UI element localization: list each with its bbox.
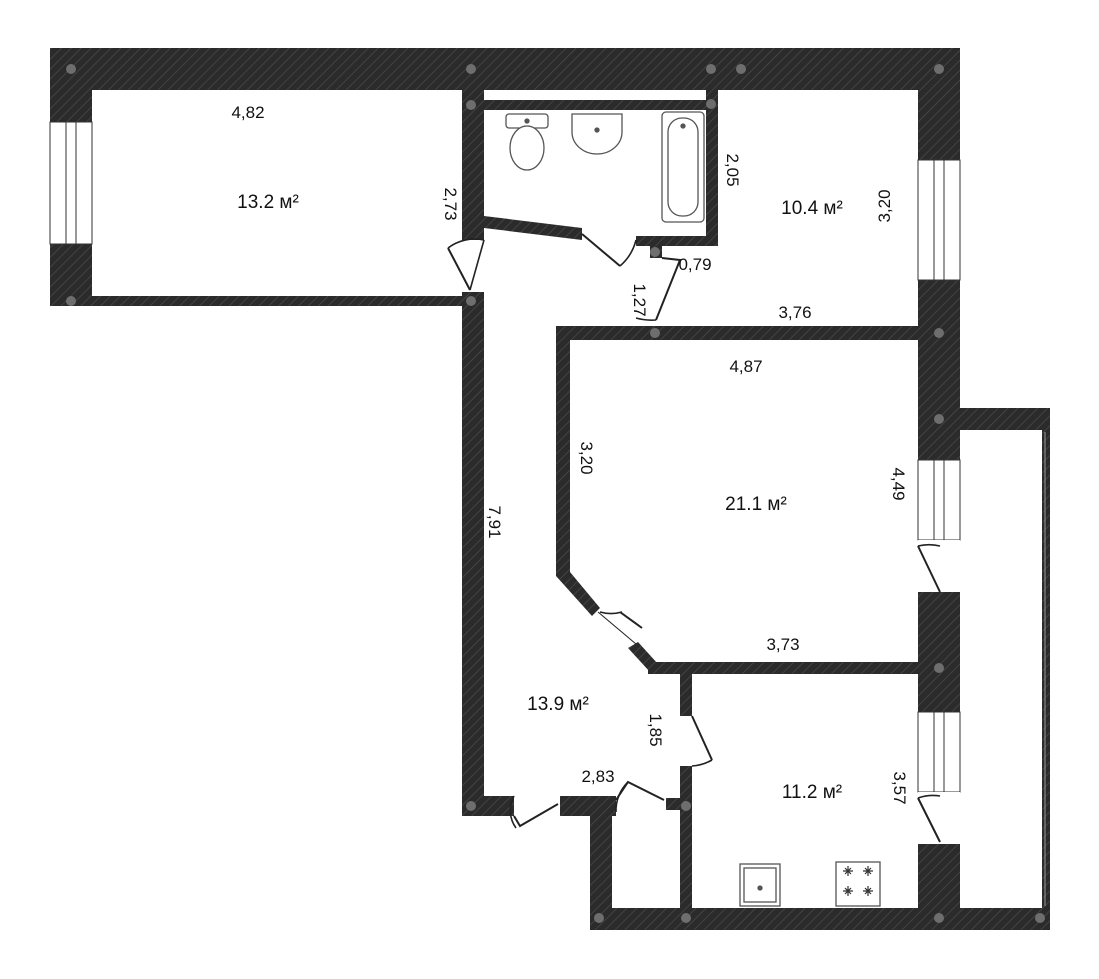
wall-living-left	[556, 326, 600, 616]
dim-living-right: 4,49	[889, 467, 908, 500]
dim-kitchen-right: 3,57	[890, 771, 909, 804]
door-closet	[615, 780, 665, 813]
dim-hallway-nook: 1,85	[646, 713, 665, 746]
wall-bath-bottom	[484, 216, 582, 240]
wall-joints	[66, 64, 1045, 923]
wall-bath-right	[706, 90, 718, 246]
dim-living-bottom: 3,73	[766, 635, 799, 654]
dim-hallway-bottom: 2,83	[581, 767, 614, 786]
door-bath	[581, 233, 637, 267]
area-hallway: 13.9 м²	[527, 694, 589, 715]
bathtub-icon	[661, 111, 705, 223]
dim-room2-bottom: 3,76	[778, 303, 811, 322]
window-left	[49, 121, 93, 245]
area-labels: 13.2 м² 10.4 м² 21.1 м² 13.9 м² 11.2 м²	[237, 192, 843, 803]
door-balcony-living	[917, 543, 941, 593]
wall-hall-left	[462, 292, 484, 816]
wall-hall-bottom	[462, 796, 514, 816]
wall-bath-bottom-r	[636, 236, 718, 246]
wall-kitchen-left-low	[680, 766, 692, 910]
wall-closet-top	[666, 798, 680, 810]
window-right-mid	[917, 459, 961, 541]
wall-living-bottom	[648, 662, 920, 674]
wall-closet-left	[590, 806, 612, 930]
door-balcony-kitchen	[917, 794, 941, 843]
wall-bath-top	[484, 100, 706, 110]
balcony-door-low	[918, 792, 960, 844]
stove-icon	[835, 861, 881, 907]
wall-balcony-top	[958, 408, 1050, 430]
area-room-top-right: 10.4 м²	[781, 198, 843, 219]
toilet-icon	[505, 113, 549, 171]
dim-living-top: 4,87	[729, 357, 762, 376]
fixtures	[505, 111, 881, 907]
balcony-door-mid	[918, 540, 960, 592]
dim-room2-right: 3,20	[875, 189, 894, 222]
area-living-room: 21.1 м²	[725, 494, 787, 515]
dim-room1-height: 2,73	[441, 187, 460, 220]
wall-bottom-left-room	[50, 296, 482, 306]
door-room2	[635, 257, 682, 321]
sink-icon	[571, 113, 623, 155]
wall-top	[50, 48, 960, 90]
dim-room2-left: 2,05	[723, 153, 742, 186]
dim-corridor-width: 0,79	[678, 255, 711, 274]
door-living	[597, 611, 643, 645]
windows	[49, 121, 1046, 906]
wall-balcony-right	[1042, 408, 1050, 930]
door-entrance	[509, 795, 559, 829]
wall-room1-right	[462, 90, 484, 240]
window-right-top	[917, 159, 961, 281]
door-kitchen	[691, 715, 713, 767]
area-kitchen: 11.2 м²	[782, 782, 842, 803]
wall-kitchen-left-top	[680, 674, 692, 716]
dim-living-left: 3,20	[577, 441, 596, 474]
dim-hallway-length: 7,91	[485, 505, 504, 538]
kitchen-sink-icon	[739, 863, 781, 907]
area-room-top-left: 13.2 м²	[237, 192, 299, 213]
dimension-labels: 4,82 2,73 2,05 3,20 0,79 1,27 3,76 4,87 …	[231, 103, 909, 805]
wall-living-top	[556, 326, 920, 340]
dim-room1-width: 4,82	[231, 103, 264, 122]
wall-bottom	[590, 908, 960, 930]
wall-balcony-bottom	[958, 908, 1050, 930]
dim-corridor-length: 1,27	[630, 283, 649, 316]
doors	[447, 233, 941, 843]
window-right-low	[917, 711, 961, 793]
door-room1	[447, 238, 485, 291]
